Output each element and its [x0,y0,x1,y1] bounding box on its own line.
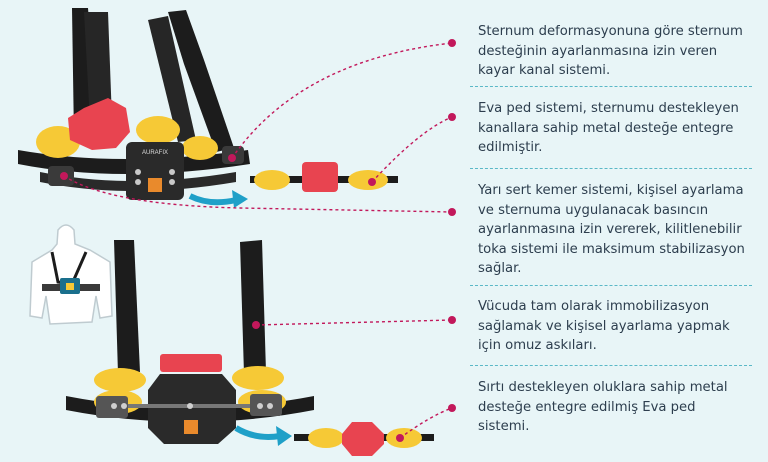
divider-2 [470,168,752,169]
callout-dot-5-end [448,404,456,412]
description-shoulder-straps: Vücuda tam olarak immobilizasyon sağlama… [478,299,730,353]
callout-line-4 [255,319,453,326]
front-pad-left [36,126,80,158]
arrow-top [188,193,237,206]
callout-dot-1-start [228,154,236,162]
pad-assembly-top [250,162,398,192]
callout-dot-3-end [448,208,456,216]
front-rivet-4 [169,179,175,185]
front-shoulder-strap-right [168,10,234,152]
callout-line-2 [371,116,453,183]
callout-dot-2-start [368,178,376,186]
back-pad-left-1 [94,368,146,392]
front-shoulder-strap-left-2 [84,12,112,122]
front-rivet-3 [135,179,141,185]
callout-line-5 [399,407,453,439]
description-belt-system: Yarı sert kemer sistemi, kişisel ayarlam… [478,183,745,276]
callout-dot-2-end [448,113,456,121]
description-sliding-channel: Sternum deformasyonuna göre sternum dest… [478,24,743,78]
back-shoulder-strap-left [114,240,140,374]
callout-dot-3-start [60,172,68,180]
brace-back-view [66,240,314,444]
front-rivet-1 [135,169,141,175]
front-rivet-2 [169,169,175,175]
callout-dot-4-start [252,321,260,329]
brace-front-view: AURAFIX [18,8,250,200]
front-shoulder-strap-right-2 [148,16,196,142]
divider-4 [470,365,752,366]
divider-1 [470,86,752,87]
arrow-top-head [232,190,248,208]
back-pad-right-1 [232,366,284,390]
back-shoulder-strap-right [240,240,266,374]
front-red-pad [68,98,130,150]
front-pad-right-2 [182,136,218,160]
back-plate-label [184,420,198,434]
back-buckle-right [250,394,282,416]
callout-dot-1-end [448,39,456,47]
front-plate-brand: AURAFIX [142,150,168,156]
front-plate-label [148,178,162,192]
arrow-bottom-head [276,426,292,446]
arrow-bottom [234,425,281,440]
callout-line-1 [231,42,453,159]
front-metal-plate [126,142,184,200]
divider-3 [470,285,752,286]
body-outline [29,224,113,325]
pad-assembly-bottom [294,422,434,456]
callout-dot-4-end [448,316,456,324]
description-eva-pad-front: Eva ped sistemi, sternumu destekleyen ka… [478,101,739,155]
front-pad-right [136,116,180,144]
description-eva-pad-back: Sırtı destekleyen oluklara sahip metal d… [478,380,728,434]
back-red-pad [160,354,222,372]
callout-dot-5-start [396,434,404,442]
back-metal-plate [148,374,236,444]
